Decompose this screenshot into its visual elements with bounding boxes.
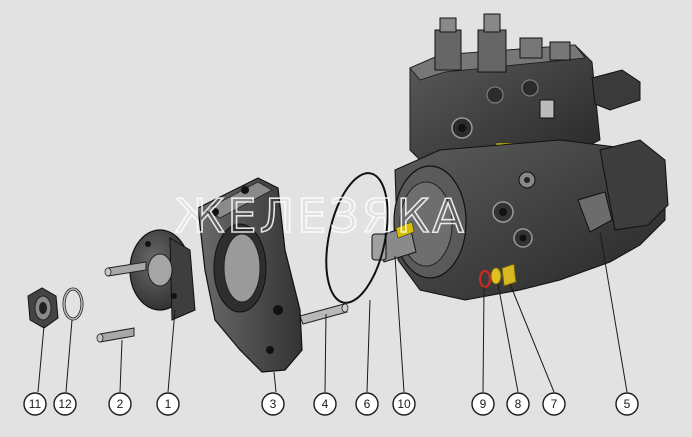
nut-11 xyxy=(27,287,59,329)
stud-2-bottom xyxy=(96,327,135,343)
callout-label: 11 xyxy=(29,397,42,411)
callout-7: 7 xyxy=(542,392,566,416)
callout-label: 9 xyxy=(480,397,487,411)
callout-label: 5 xyxy=(624,397,631,411)
oring-9 xyxy=(478,269,492,289)
callout-5: 5 xyxy=(615,392,639,416)
pump-body xyxy=(371,13,669,301)
callout-4: 4 xyxy=(313,392,337,416)
callout-label: 2 xyxy=(117,397,124,411)
leader-lines xyxy=(37,231,628,393)
watermark-text: ЖЕЛЕЗЯКА xyxy=(175,189,467,243)
stud-2-top xyxy=(104,261,147,277)
dowel-pin-4 xyxy=(299,303,349,325)
callout-label: 6 xyxy=(364,397,371,411)
callout-12: 12 xyxy=(53,392,77,416)
plug-7 xyxy=(501,263,517,287)
callout-9: 9 xyxy=(471,392,495,416)
callout-label: 8 xyxy=(515,397,522,411)
callout-3: 3 xyxy=(261,392,285,416)
callout-2: 2 xyxy=(108,392,132,416)
callout-label: 12 xyxy=(58,397,72,411)
callout-10: 10 xyxy=(392,392,416,416)
callout-8: 8 xyxy=(506,392,530,416)
callout-label: 4 xyxy=(322,397,329,411)
callout-label: 10 xyxy=(397,397,411,411)
callout-label: 3 xyxy=(270,397,277,411)
top-fitting-left xyxy=(434,29,462,71)
callout-6: 6 xyxy=(355,392,379,416)
top-fitting-right xyxy=(477,29,507,73)
drive-flange-1 xyxy=(129,229,196,321)
mounting-plate-3 xyxy=(197,177,303,373)
callout-11: 11 xyxy=(23,392,47,416)
oring-6 xyxy=(325,172,389,304)
callout-label: 7 xyxy=(551,397,558,411)
drive-shaft xyxy=(371,221,417,263)
callout-1: 1 xyxy=(156,392,180,416)
callout-label: 1 xyxy=(165,397,172,411)
washer-8 xyxy=(490,267,502,285)
electrical-connector xyxy=(591,69,641,111)
